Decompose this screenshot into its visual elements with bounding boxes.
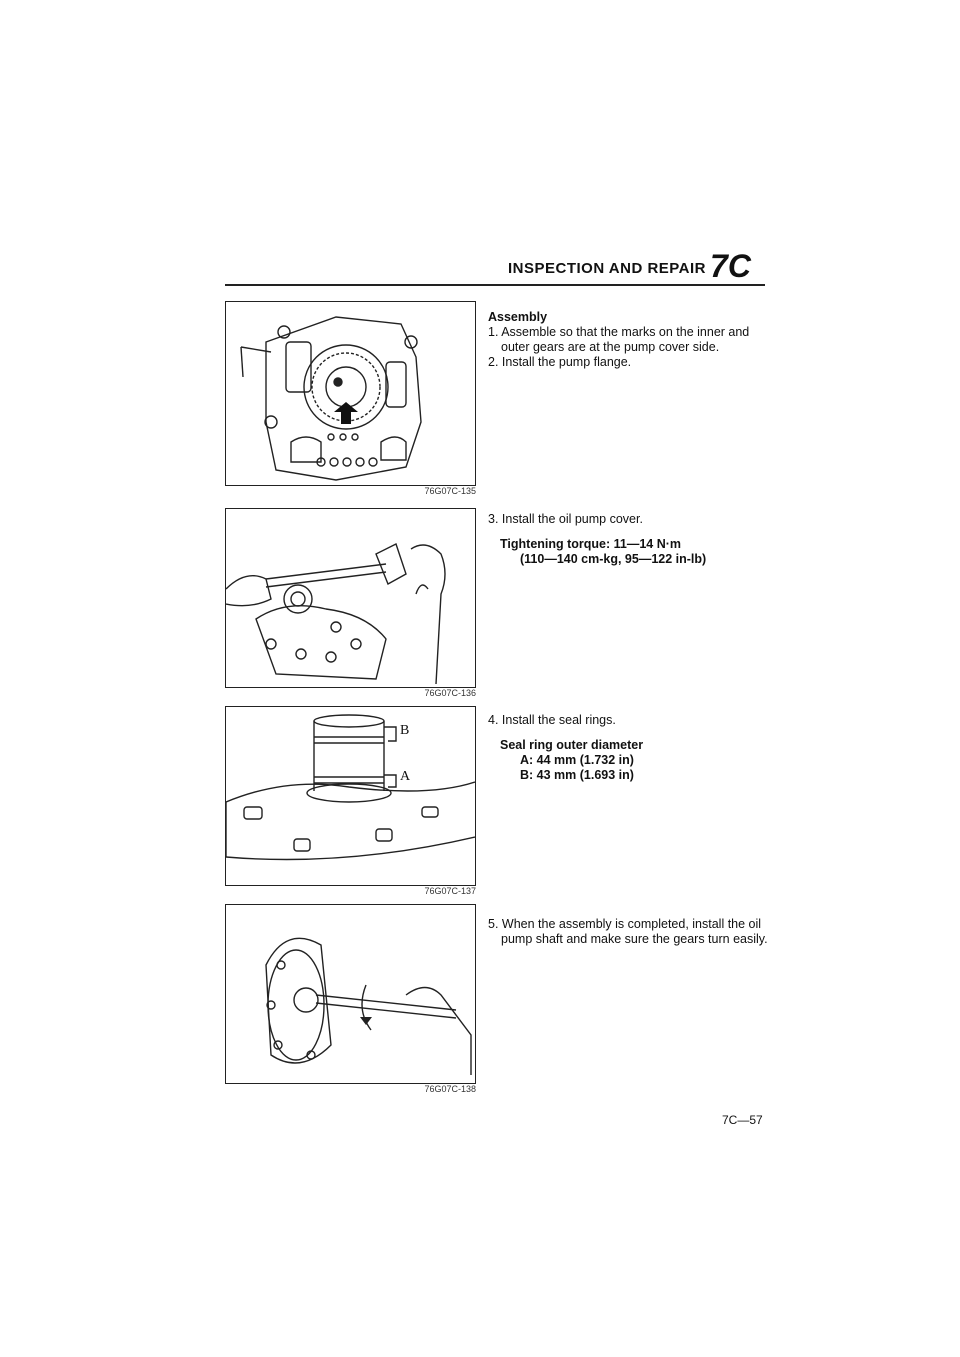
step-3: 3. Install the oil pump cover. [488,512,643,526]
step-4: 4. Install the seal rings. [488,713,616,727]
figure-caption: 76G07C-135 [424,486,476,496]
page-number: 7C—57 [722,1113,763,1127]
step-2: 2. Install the pump flange. [488,355,632,369]
step-1: 1. Assemble so that the marks on the inn… [488,325,750,354]
step-5: 5. When the assembly is completed, insta… [488,917,768,946]
seal-ring-spec: Seal ring outer diameter A: 44 mm (1.732… [500,738,770,783]
figure-pump-cover-torque [225,508,476,688]
assembly-heading: Assembly [488,310,548,324]
torque-spec-value: (110—140 cm-kg, 95—122 in-lb) [520,552,707,566]
seal-rings-illustration [226,714,475,861]
torque-spec: Tightening torque: 11—14 N·m (110—140 cm… [500,537,770,567]
pump-gears-illustration [240,316,422,481]
torque-wrench-illustration [226,543,446,685]
figure-seal-rings: B A [225,706,476,886]
seal-ring-spec-b: B: 43 mm (1.693 in) [520,768,634,782]
torque-spec-label: Tightening torque: 11—14 N·m [500,537,682,551]
figure-pump-gears [225,301,476,486]
label-a: A [400,769,411,784]
figure-caption: 76G07C-137 [424,886,476,896]
step-3-section: 3. Install the oil pump cover. Tightenin… [488,512,770,567]
figure-caption: 76G07C-136 [424,688,476,698]
pump-shaft-illustration [265,937,472,1075]
seal-ring-spec-a: A: 44 mm (1.732 in) [520,753,634,767]
label-b: B [400,723,410,738]
seal-ring-spec-label: Seal ring outer diameter [500,738,644,752]
header-title: INSPECTION AND REPAIR [508,260,707,277]
header-rule [225,284,765,286]
figure-pump-shaft [225,904,476,1084]
section-code: 7C [710,248,751,284]
assembly-section: Assembly 1. Assemble so that the marks o… [488,310,770,370]
figure-caption: 76G07C-138 [424,1084,476,1094]
step-5-section: 5. When the assembly is completed, insta… [488,917,770,947]
step-4-section: 4. Install the seal rings. Seal ring out… [488,713,770,783]
